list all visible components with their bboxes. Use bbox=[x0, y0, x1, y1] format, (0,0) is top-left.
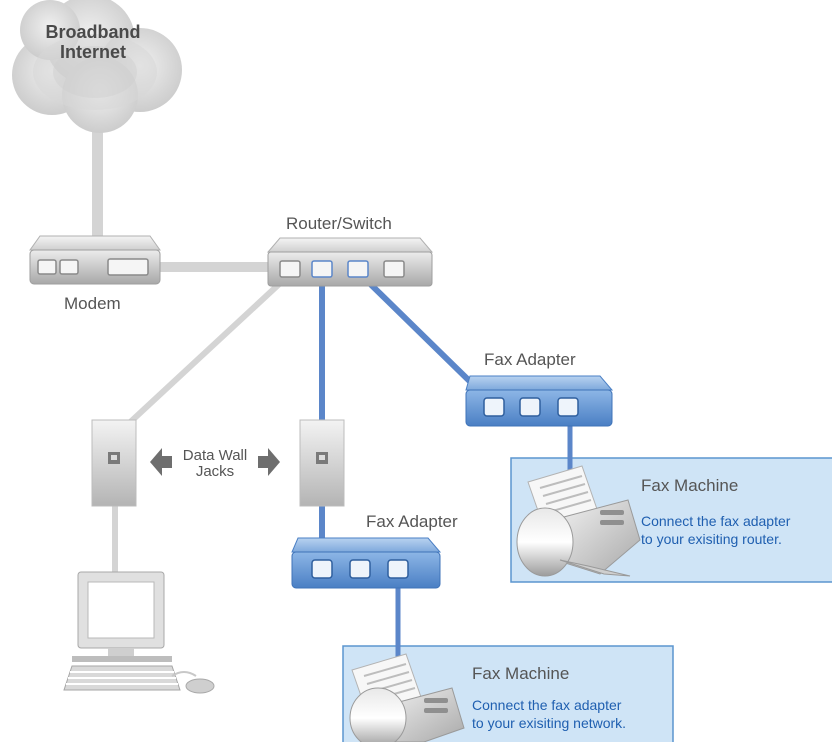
internet-label: Broadband Internet bbox=[38, 22, 148, 62]
wall-jack-right-icon bbox=[299, 419, 345, 507]
router-label: Router/Switch bbox=[286, 214, 392, 233]
fax-machine-router-icon bbox=[516, 465, 641, 577]
arrow-left-icon bbox=[150, 448, 172, 476]
fax-machine-network-icon bbox=[349, 653, 465, 742]
internet-label-line1: Broadband bbox=[45, 22, 141, 42]
cable-router-to-wall-jack-left bbox=[123, 271, 293, 429]
fax-machine-network-note: Connect the fax adapter to your exisitin… bbox=[472, 696, 626, 732]
wall-jacks-label: Data Wall Jacks bbox=[170, 448, 260, 480]
fax-machine-router-title: Fax Machine bbox=[641, 476, 739, 495]
computer-icon bbox=[63, 571, 215, 694]
router-switch-icon bbox=[266, 237, 434, 287]
wall-jacks-label-line1: Data Wall bbox=[182, 447, 248, 464]
fax-machine-network-title: Fax Machine bbox=[472, 664, 570, 683]
internet-label-line2: Internet bbox=[59, 42, 126, 62]
fax-adapter-network-icon bbox=[291, 537, 442, 589]
fax-adapter-router-label: Fax Adapter bbox=[484, 350, 576, 369]
fax-adapter-router-icon bbox=[465, 375, 614, 427]
arrow-right-icon bbox=[258, 448, 280, 476]
cable-internet-to-modem bbox=[92, 110, 103, 246]
cable-wall-jack-to-computer bbox=[112, 466, 118, 578]
modem-label: Modem bbox=[64, 294, 121, 313]
modem-icon bbox=[29, 235, 161, 285]
fax-adapter-network-label: Fax Adapter bbox=[366, 512, 458, 531]
internet-cloud-icon bbox=[12, 0, 182, 133]
cable-modem-to-router bbox=[150, 262, 275, 272]
fax-machine-network-note-line2: to your exisiting network. bbox=[472, 715, 627, 731]
fax-machine-network-note-line1: Connect the fax adapter bbox=[472, 697, 622, 713]
wall-jacks-label-line2: Jacks bbox=[195, 463, 235, 480]
fax-machine-router-note-line2: to your exisiting router. bbox=[641, 531, 782, 547]
wall-jack-left-icon bbox=[91, 419, 137, 507]
fax-machine-router-note-line1: Connect the fax adapter bbox=[641, 513, 791, 529]
fax-machine-router-note: Connect the fax adapter to your exisitin… bbox=[641, 512, 790, 548]
